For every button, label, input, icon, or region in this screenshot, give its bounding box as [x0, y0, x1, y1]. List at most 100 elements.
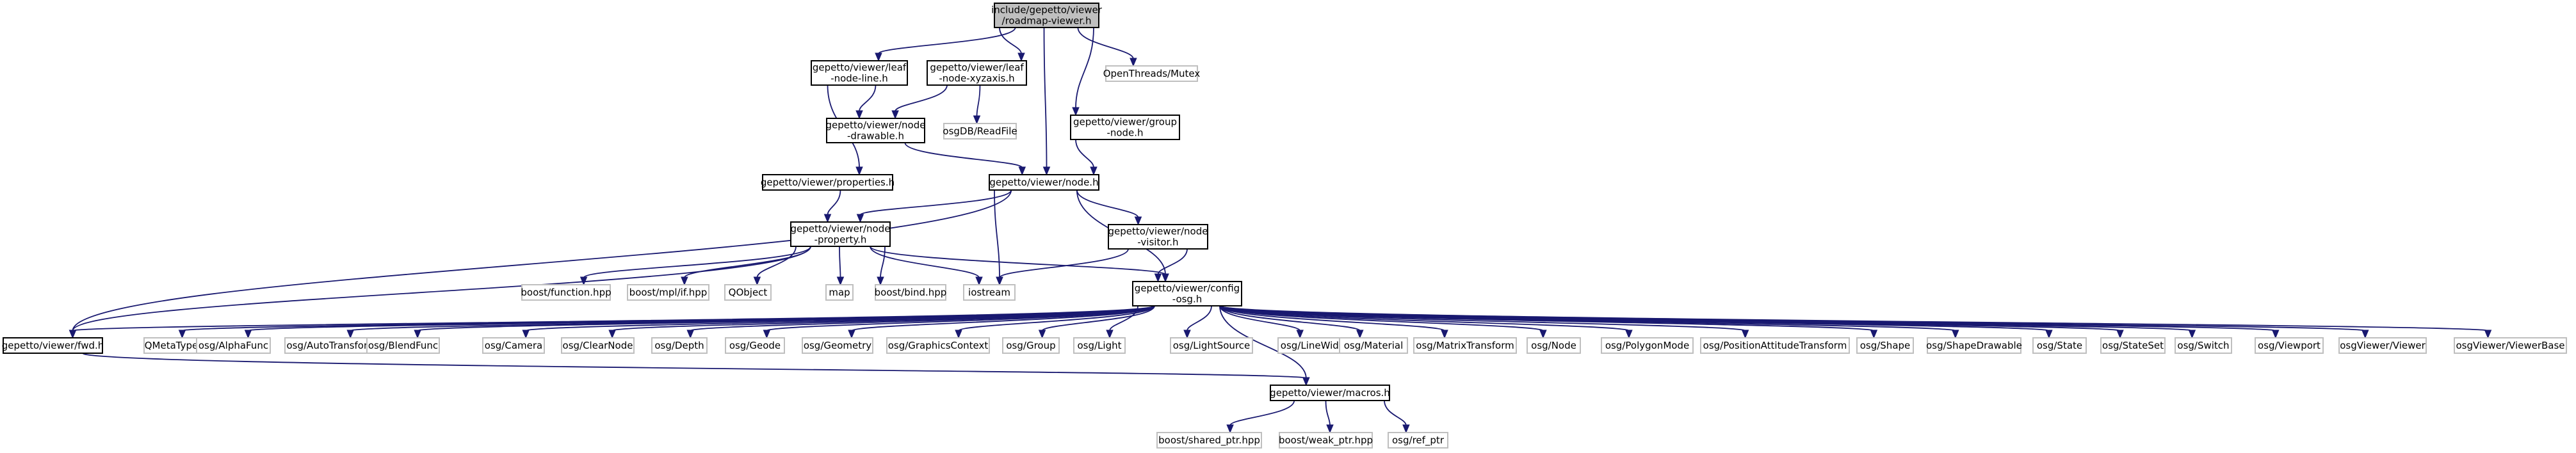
arrow-head-icon: [1183, 330, 1191, 339]
edge-line: [1219, 305, 2489, 331]
node-node-drawable[interactable]: gepetto/viewer/node-drawable.h: [826, 118, 926, 143]
node-label: -node-line.h: [830, 73, 888, 84]
node-osg-matrixtransform: osg/MatrixTransform: [1413, 337, 1517, 354]
node-box: [963, 284, 1016, 301]
edge-node-property-to-iostream: [870, 246, 983, 286]
node-leaf-xyz[interactable]: gepetto/viewer/leaf-node-xyzaxis.h: [927, 60, 1027, 86]
edge-line: [878, 27, 1016, 54]
edge-line: [904, 142, 1023, 168]
dependency-edges: [69, 27, 2492, 434]
edge-root-to-leaf-line: [875, 27, 1016, 62]
node-osg-positionattitudetransform: osg/PositionAttitudeTransform: [1700, 337, 1850, 354]
node-properties[interactable]: gepetto/viewer/properties.h: [761, 174, 895, 191]
arrow-head-icon: [1296, 330, 1304, 339]
node-box: [482, 337, 545, 354]
node-openthreads-mutex: OpenThreads/Mutex: [1103, 65, 1200, 82]
node-label: -node-xyzaxis.h: [939, 73, 1014, 84]
node-boost-function: boost/function.hpp: [521, 284, 612, 301]
node-node-property[interactable]: gepetto/viewer/node-property.h: [790, 221, 891, 247]
node-macros[interactable]: gepetto/viewer/macros.h: [1270, 385, 1390, 401]
node-label: gepetto/viewer/leaf: [813, 62, 907, 74]
edge-config-osg-to-osg-geometry: [848, 305, 1155, 339]
node-node-h[interactable]: gepetto/viewer/node.h: [989, 174, 1099, 191]
node-label: include/gepetto/viewer: [991, 4, 1103, 16]
node-leaf-line[interactable]: gepetto/viewer/leaf-node-line.h: [811, 60, 908, 86]
node-label: -node.h: [1106, 127, 1143, 139]
arrow-head-icon: [1090, 166, 1098, 176]
edge-line: [1075, 27, 1094, 109]
node-osg-polygonmode: osg/PolygonMode: [1601, 337, 1694, 354]
arrow-head-icon: [2116, 330, 2124, 339]
edge-node-property-to-config-osg: [870, 246, 1169, 283]
edge-line: [1075, 139, 1094, 168]
node-osg-material: osg/Material: [1339, 337, 1408, 354]
node-box: [1413, 337, 1517, 354]
node-label: osg/PolygonMode: [1605, 340, 1689, 351]
arrow-head-icon: [855, 166, 863, 176]
arrow-head-icon: [973, 115, 981, 125]
edge-line: [999, 248, 1129, 278]
node-label: osg/ClearNode: [563, 340, 633, 351]
node-box: [790, 221, 891, 247]
node-osg-state: osg/State: [2032, 337, 2087, 354]
edge-node-property-to-boost-function: [579, 246, 811, 286]
edge-config-osg-to-osg-lightsource: [1183, 305, 1212, 339]
node-config-osg[interactable]: gepetto/viewer/config-osg.h: [1132, 281, 1242, 306]
node-label: boost/function.hpp: [521, 287, 611, 298]
node-box: [989, 174, 1099, 191]
node-label: osg/Viewport: [2258, 340, 2321, 351]
node-label: osg/Node: [1531, 340, 1576, 351]
edge-line: [859, 84, 877, 112]
edge-config-osg-to-osg-polygonmode: [1219, 305, 1633, 339]
arrow-head-icon: [1072, 107, 1080, 116]
edge-line: [1109, 305, 1138, 331]
node-label: boost/weak_ptr.hpp: [1279, 434, 1373, 447]
edge-leaf-xyz-to-node-drawable: [891, 84, 948, 120]
edge-config-osg-to-osgviewer-viewerbase: [1219, 305, 2492, 339]
edge-macros-to-osg-ref-ptr: [1384, 400, 1410, 434]
edge-line: [1043, 27, 1048, 168]
node-boost-shared-ptr: boost/shared_ptr.hpp: [1156, 432, 1262, 449]
node-box: [196, 337, 271, 354]
node-box: [724, 284, 772, 301]
node-group-node[interactable]: gepetto/viewer/group-node.h: [1070, 115, 1180, 140]
arrow-head-icon: [1402, 424, 1410, 434]
node-osg-blendfunc: osg/BlendFunc: [366, 337, 440, 354]
node-osgdb-readfile: osgDB/ReadFile: [943, 123, 1017, 139]
node-label: gepetto/viewer/macros.h: [1270, 387, 1390, 399]
edge-line: [1229, 400, 1295, 426]
node-label: iostream: [968, 287, 1010, 298]
arrow-head-icon: [1870, 330, 1878, 339]
node-root[interactable]: include/gepetto/viewer/roadmap-viewer.h: [991, 3, 1103, 28]
edge-macros-to-boost-shared-ptr: [1226, 400, 1295, 434]
node-box: [1339, 337, 1408, 354]
node-boost-weak-ptr: boost/weak_ptr.hpp: [1279, 432, 1373, 449]
arrow-head-icon: [856, 214, 864, 223]
node-label: QMetaType: [145, 340, 198, 351]
node-qobject: QObject: [724, 284, 772, 301]
arrow-head-icon: [1017, 52, 1025, 62]
edge-config-osg-to-osg-material: [1219, 305, 1364, 339]
node-box: [762, 174, 893, 191]
node-boost-bind: boost/bind.hpp: [875, 284, 946, 301]
node-box: [1856, 337, 1914, 354]
edge-line: [1219, 305, 1544, 331]
edge-line: [1219, 305, 1307, 379]
edge-line: [859, 189, 1012, 216]
node-box: [826, 118, 925, 143]
node-osgviewer-viewerbase: osgViewer/ViewerBase: [2454, 337, 2567, 354]
node-node-visitor[interactable]: gepetto/viewer/node-visitor.h: [1108, 224, 1208, 250]
edge-line: [1077, 27, 1134, 60]
arrow-head-icon: [975, 276, 983, 286]
arrow-head-icon: [891, 110, 899, 120]
edge-line: [1076, 189, 1139, 218]
edge-line: [766, 305, 1155, 331]
arrow-head-icon: [1226, 424, 1234, 434]
node-osg-camera: osg/Camera: [482, 337, 545, 354]
node-fwd[interactable]: gepetto/viewer/fwd.h: [2, 337, 104, 354]
node-label: -visitor.h: [1137, 237, 1178, 248]
edge-line: [72, 189, 1012, 331]
node-box: [521, 284, 611, 301]
arrow-head-icon: [178, 330, 186, 339]
